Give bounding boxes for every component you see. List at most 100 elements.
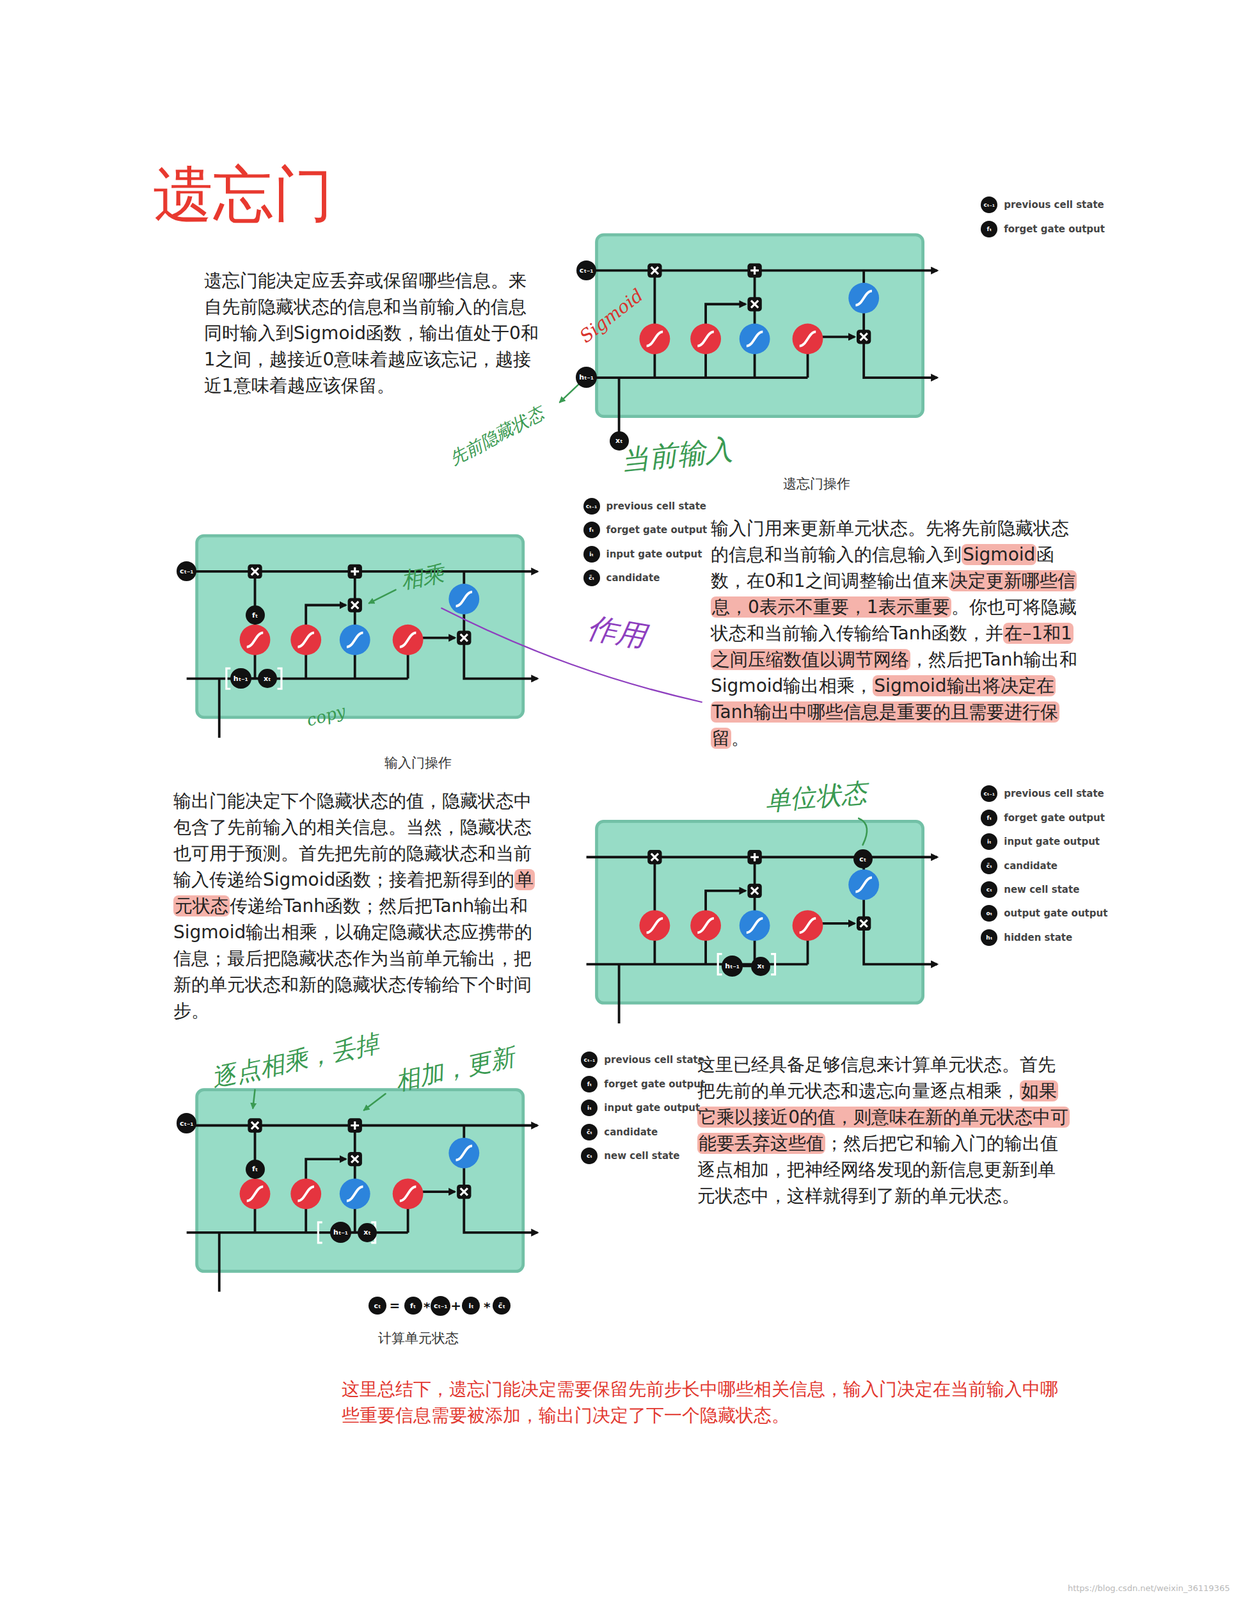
multiply-op <box>247 1117 262 1132</box>
highlighted-text: Sigmoid <box>961 543 1037 565</box>
sigmoid-gate <box>290 624 322 656</box>
paragraph: 输出门能决定下个隐藏状态的值，隐藏状态中包含了先前输入的相关信息。当然，隐藏状态… <box>173 787 539 1024</box>
symbol-circle: hₜ₋₁ <box>575 366 597 388</box>
cell-box <box>197 1089 524 1272</box>
tanh-gate <box>339 1177 371 1209</box>
legend-icon: cₜ₋₁ <box>980 196 998 214</box>
multiply-op <box>456 630 471 645</box>
wire <box>463 1125 538 1233</box>
sigmoid-gate <box>239 624 271 656</box>
symbol-circle: hₜ₋₁ <box>330 1221 352 1243</box>
symbol-circle: cₜ <box>368 1296 387 1315</box>
sigmoid-gate <box>690 323 721 355</box>
legend-item: cₜ₋₁previous cell state <box>580 1051 705 1068</box>
symbol-circle: cₜ₋₁ <box>576 260 597 281</box>
wire <box>863 270 938 378</box>
legend-text: hidden state <box>1003 931 1073 943</box>
formula-operator: * <box>483 1298 491 1314</box>
symbol-circle: xₜ <box>257 668 278 688</box>
multiply-op <box>247 564 262 579</box>
paragraph: 输入门用来更新单元状态。先将先前隐藏状态的信息和当前输入的信息输入到Sigmoi… <box>710 515 1087 752</box>
legend-icon: iₜ <box>583 545 601 563</box>
tanh-gate <box>448 583 480 615</box>
symbol-text: cₜ₋₁ <box>179 1118 194 1128</box>
multiply-op <box>348 1151 363 1166</box>
legend-icon: cₜ <box>980 880 998 898</box>
legend-item: c̃ₜcandidate <box>583 569 661 587</box>
watermark: https://blog.csdn.net/weixin_36119365 <box>1067 1582 1231 1593</box>
legend-icon: oₜ <box>980 904 998 922</box>
annotation-stroke <box>252 1089 255 1109</box>
sigmoid-gate <box>290 1177 322 1209</box>
legend-icon: c̃ₜ <box>980 857 998 874</box>
legend-item: c̃ₜcandidate <box>580 1123 658 1141</box>
legend-icon: fₜ <box>980 809 998 826</box>
symbol-circle: xₜ <box>357 1222 377 1242</box>
multiply-op <box>856 329 871 344</box>
legend-icon: cₜ₋₁ <box>980 784 998 802</box>
sigmoid-gate <box>392 624 424 656</box>
legend-text: forget gate output <box>606 523 708 536</box>
symbol-text: hₜ₋₁ <box>724 961 740 970</box>
legend-text: previous cell state <box>1003 198 1105 211</box>
legend-text: candidate <box>1003 859 1058 872</box>
legend-item: oₜ output gate output <box>980 904 1108 922</box>
legend-icon: cₜ₋₁ <box>580 1051 598 1068</box>
joint-connector <box>351 1230 358 1234</box>
symbol-text: fₜ <box>252 610 258 620</box>
legend-text: forget gate output <box>603 1077 706 1090</box>
lstm-cell <box>186 535 538 738</box>
add-op <box>348 564 363 579</box>
legend-icon: fₜ <box>980 220 998 238</box>
figure-caption: 遗忘门操作 <box>783 475 851 492</box>
handwritten-note: 逐点相乘，丢掉 <box>209 1029 382 1093</box>
symbol-text: iₜ <box>468 1301 474 1310</box>
legend-icon: fₜ <box>580 1075 598 1093</box>
formula-operator: = <box>389 1298 401 1313</box>
legend-item: fₜ forget gate output <box>583 521 708 539</box>
annotation-stroke <box>369 589 396 604</box>
wire <box>863 856 938 964</box>
paragraph: 遗忘门能决定应丢弃或保留哪些信息。来自先前隐藏状态的信息和当前输入的信息同时输入… <box>204 267 541 399</box>
symbol-text: cₜ₋₁ <box>579 266 594 275</box>
legend-item: cₜ new cell state <box>980 880 1080 898</box>
paragraph: 这里已经具备足够信息来计算单元状态。首先把先前的单元状态和遗忘向量逐点相乘，如果… <box>697 1051 1069 1209</box>
joint-connector <box>742 964 752 968</box>
handwritten-note: 先前隐藏状态 <box>445 402 547 469</box>
symbol-circle: fₜ <box>404 1296 423 1315</box>
bracket <box>226 667 282 689</box>
multiply-op <box>456 1184 471 1199</box>
legend-text: new cell state <box>603 1149 680 1162</box>
legend-text: previous cell state <box>1003 787 1105 800</box>
wire <box>618 964 621 1023</box>
symbol-circle: hₜ₋₁ <box>230 667 252 690</box>
page-title: 遗忘门 <box>152 161 334 228</box>
symbol-text: hₜ₋₁ <box>233 674 249 683</box>
legend-icon: fₜ <box>583 521 601 539</box>
lstm-cell <box>586 234 938 437</box>
sigmoid-gate <box>392 1177 424 1209</box>
legend-item: cₜ₋₁ previous cell state <box>980 196 1105 214</box>
legend-text: forget gate output <box>1003 223 1105 235</box>
sigmoid-gate <box>639 909 670 941</box>
legend-icon: c̃ₜ <box>580 1123 598 1141</box>
legend-text: output gate output <box>1003 907 1108 919</box>
tanh-gate <box>848 868 880 900</box>
add-op <box>747 263 762 278</box>
legend-item: fₜforget gate output <box>980 809 1105 826</box>
tanh-gate <box>739 323 771 355</box>
annotation-stroke <box>364 1093 386 1110</box>
tanh-gate <box>848 282 880 314</box>
tanh-gate <box>739 909 771 941</box>
multiply-op <box>647 263 662 278</box>
legend-text: new cell state <box>1003 883 1080 896</box>
legend-item: iₜinput gate output <box>980 832 1100 850</box>
symbol-circle: fₜ <box>245 1159 265 1179</box>
figure-caption: 计算单元状态 <box>378 1330 459 1346</box>
symbol-text: cₜ <box>373 1301 381 1310</box>
multiply-op <box>747 883 762 898</box>
summary-text: 这里总结下，遗忘门能决定需要保留先前步长中哪些相关信息，输入门决定在当前输入中哪… <box>341 1375 1061 1428</box>
wire <box>218 1232 221 1292</box>
legend-icon: iₜ <box>980 832 998 850</box>
